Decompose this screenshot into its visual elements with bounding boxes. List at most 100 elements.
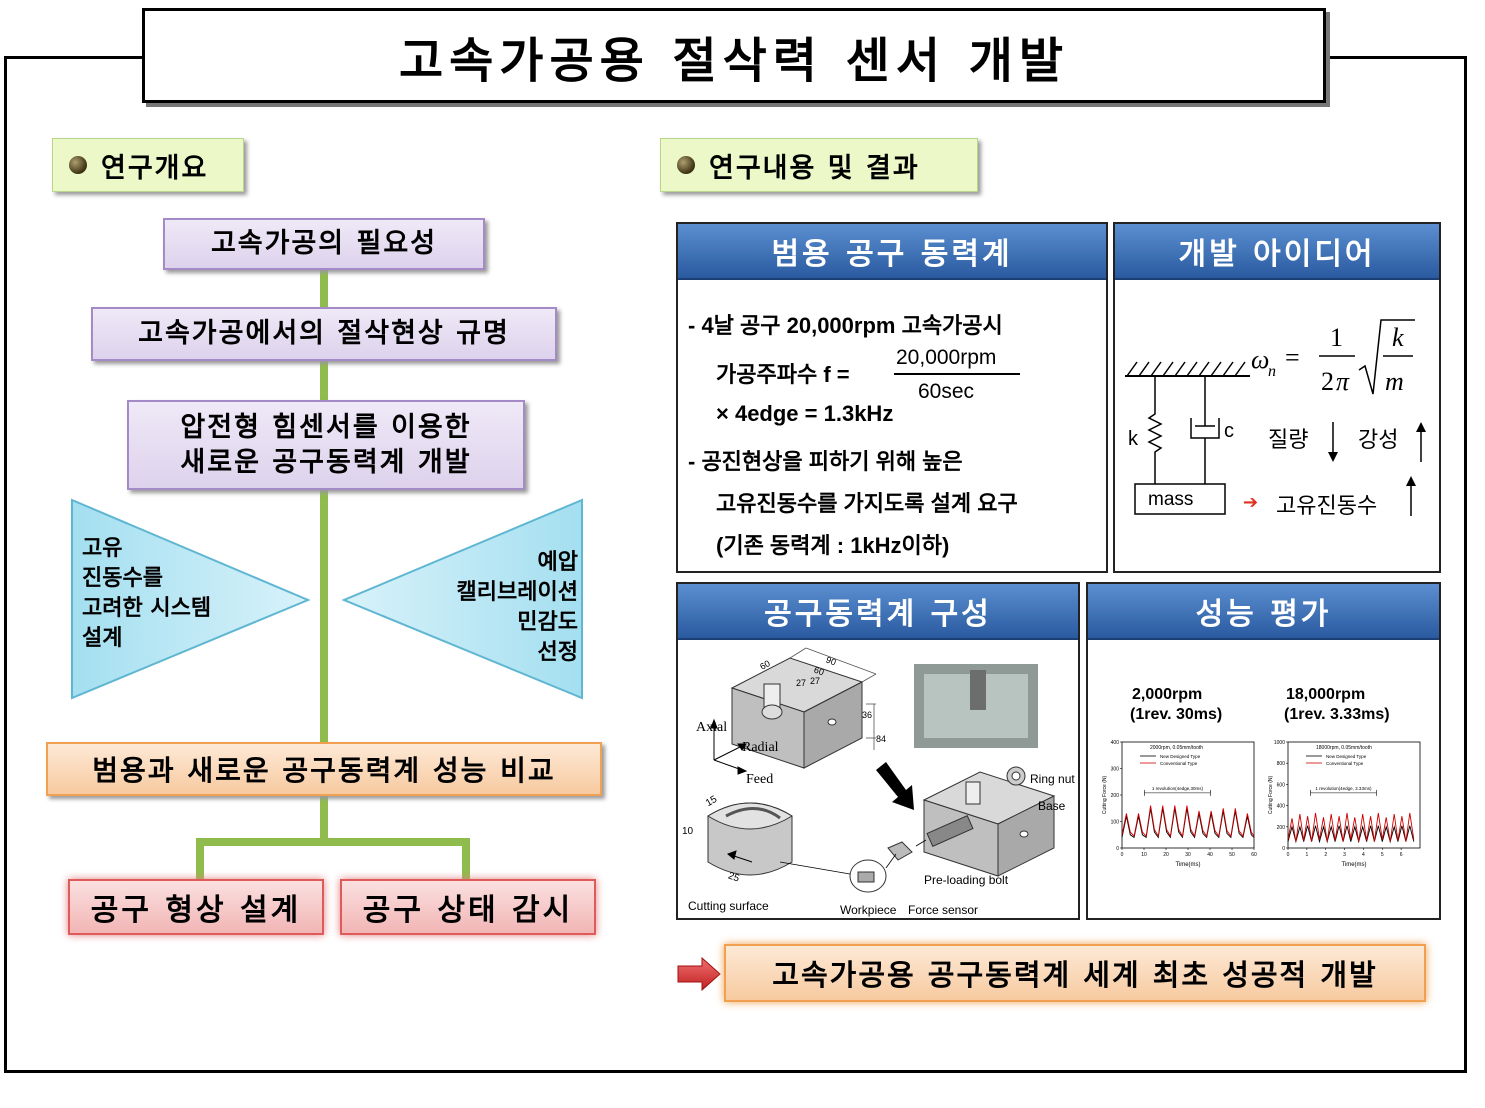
dimension-label: 27 — [810, 676, 821, 686]
dimension-label: 36 — [862, 710, 873, 720]
triangle-left — [71, 498, 311, 700]
output-box-tool-monitoring: 공구 상태 감시 — [340, 879, 596, 935]
compare-box: 범용과 새로운 공구동력계 성능 비교 — [46, 742, 602, 796]
text-line: × 4edge = 1.3kHz — [716, 401, 894, 426]
series-line — [1287, 812, 1415, 842]
flow-branch-left — [196, 838, 204, 882]
triangle-right-line: 예압 — [537, 550, 578, 575]
y-axis-label: Cutting Force (N) — [1268, 775, 1274, 814]
svg-text:n: n — [1268, 363, 1276, 380]
svg-text:ω: ω — [1251, 345, 1269, 374]
svg-text:2: 2 — [1321, 367, 1334, 396]
text-line: (기존 동력계 : 1kHz이하) — [716, 533, 950, 558]
flow-branch — [196, 838, 470, 846]
svg-text:=: = — [1285, 343, 1300, 372]
triangle-left-line: 설계 — [82, 626, 123, 651]
triangle-right-line: 선정 — [537, 640, 578, 665]
section-tag-label: 연구개요 — [101, 152, 209, 184]
triangle-left-text: 고유 진동수를 고려한 시스템 설계 — [82, 534, 252, 654]
bullet-icon — [69, 156, 87, 174]
flow-box-line: 압전형 힘센서를 이용한 — [180, 411, 472, 443]
spring-label: k — [1128, 428, 1138, 450]
svg-text:1: 1 — [1330, 323, 1343, 352]
flow-box-necessity: 고속가공의 필요성 — [163, 218, 485, 270]
y-tick-label: 200 — [1277, 825, 1286, 831]
part-label-base: Base — [1038, 799, 1066, 813]
chart2-heading: 18,000rpm — [1286, 686, 1366, 703]
triangle-right — [341, 498, 583, 700]
fraction-denominator: 60sec — [918, 380, 975, 403]
axis-label-feed: Feed — [746, 772, 774, 787]
chart-title: 2000rpm, 0.05mm/tooth — [1150, 745, 1203, 751]
part-label-ring-nut: Ring nut — [1030, 772, 1075, 786]
dynamometer-drawing — [707, 647, 1056, 893]
flow-box-development: 압전형 힘센서를 이용한 새로운 공구동력계 개발 — [127, 400, 525, 490]
panel-header: 성능 평가 — [1088, 584, 1439, 640]
panel-conventional: 범용 공구 동력계 — [676, 222, 1108, 573]
spring-mass-diagram: ω n = 1 2 π k m ➔ — [1125, 319, 1426, 516]
svg-text:m: m — [1385, 367, 1404, 396]
part-label-preload-bolt: Pre-loading bolt — [924, 873, 1009, 887]
series-line — [1121, 805, 1255, 838]
panel-header: 개발 아이디어 — [1115, 224, 1439, 280]
x-tick-label: 1 — [1305, 852, 1308, 858]
x-tick-label: 50 — [1229, 852, 1235, 858]
x-tick-label: 30 — [1185, 852, 1191, 858]
mass-label: mass — [1148, 489, 1194, 510]
x-tick-label: 6 — [1400, 852, 1403, 858]
chart2-subheading: (1rev. 3.33ms) — [1284, 706, 1390, 723]
part-label-cutting-surface: Cutting surface — [688, 899, 769, 913]
stiffness-text: 강성 — [1358, 428, 1399, 453]
triangle-right-text: 예압 캘리브레이션 민감도 선정 — [410, 548, 578, 668]
x-axis-label: Time(ms) — [1341, 862, 1366, 868]
section-tag-results: 연구내용 및 결과 — [660, 138, 978, 192]
x-tick-label: 40 — [1207, 852, 1213, 858]
flow-box-line: 새로운 공구동력계 개발 — [180, 447, 472, 478]
chart1-heading: 2,000rpm — [1132, 686, 1203, 703]
triangle-right-line: 민감도 — [517, 610, 578, 635]
axis-label-radial: Radial — [742, 740, 779, 755]
conclusion-box: 고속가공용 공구동력계 세계 최초 성공적 개발 — [724, 944, 1426, 1002]
text-line: 고유진동수를 가지도록 설계 요구 — [716, 491, 1018, 516]
x-tick-label: 0 — [1121, 852, 1124, 858]
x-tick-label: 2 — [1324, 852, 1327, 858]
x-tick-label: 4 — [1362, 852, 1365, 858]
legend-label: Conventional Type — [1326, 761, 1364, 766]
x-axis-label: Time(ms) — [1175, 862, 1200, 868]
axis-label-axial: Axial — [696, 720, 728, 735]
y-tick-label: 0 — [1282, 846, 1285, 852]
fraction-bar — [894, 373, 1020, 375]
x-tick-label: 10 — [1141, 852, 1147, 858]
annotation-label: 1 revolution(4edge, 3.33ms) — [1315, 786, 1372, 791]
chart-title: 18000rpm, 0.05mm/tooth — [1316, 745, 1372, 751]
y-tick-label: 800 — [1277, 761, 1286, 767]
legend-label: New Designed Type — [1326, 754, 1367, 759]
flow-line — [320, 270, 328, 840]
triangle-left-line: 진동수를 — [82, 566, 163, 591]
y-tick-label: 600 — [1277, 782, 1286, 788]
section-tag-label: 연구내용 및 결과 — [709, 152, 920, 184]
triangle-right-line: 캘리브레이션 — [456, 580, 578, 605]
x-tick-label: 20 — [1163, 852, 1169, 858]
x-tick-label: 60 — [1251, 852, 1257, 858]
dimension-label: 27 — [796, 678, 807, 688]
text-line: - 4날 공구 20,000rpm 고속가공시 — [688, 313, 1003, 338]
x-tick-label: 3 — [1343, 852, 1346, 858]
section-tag-overview: 연구개요 — [52, 138, 244, 192]
y-tick-label: 400 — [1111, 740, 1120, 746]
fraction-numerator: 20,000rpm — [896, 346, 997, 369]
text-line: - 공진현상을 피하기 위해 높은 — [688, 449, 963, 474]
natural-frequency-text: 고유진동수 — [1276, 494, 1378, 519]
y-tick-label: 100 — [1111, 820, 1120, 826]
svg-text:k: k — [1392, 323, 1404, 352]
series-line — [1287, 825, 1415, 844]
svg-text:➔: ➔ — [1243, 492, 1258, 513]
y-tick-label: 0 — [1116, 846, 1119, 852]
chart1-subheading: (1rev. 30ms) — [1130, 706, 1223, 723]
y-axis-label: Cutting Force (N) — [1102, 775, 1108, 814]
y-tick-label: 400 — [1277, 804, 1286, 810]
panel-header: 공구동력계 구성 — [678, 584, 1078, 640]
panel-header: 범용 공구 동력계 — [678, 224, 1106, 280]
